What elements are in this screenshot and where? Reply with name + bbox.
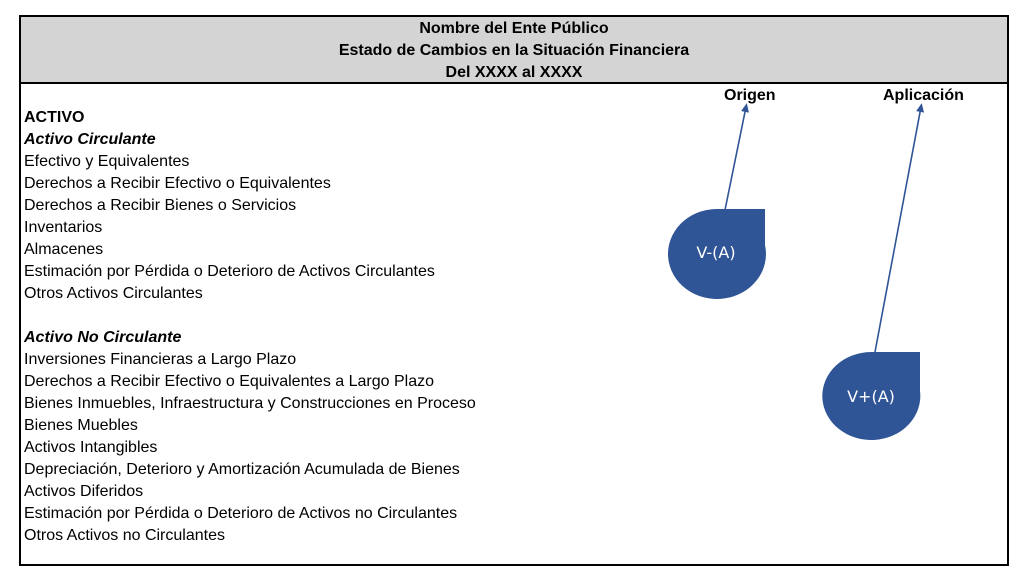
subsection-activo-no-circulante: Activo No Circulante <box>24 329 182 346</box>
column-header-origen: Origen <box>724 87 776 104</box>
list-item: Almacenes <box>24 241 104 258</box>
list-item: Otros Activos no Circulantes <box>24 527 225 544</box>
aplicacion-arrow <box>874 103 925 353</box>
statement-period: Del XXXX al XXXX <box>445 64 583 81</box>
list-item: Derechos a Recibir Efectivo o Equivalent… <box>24 175 331 192</box>
column-header-aplicacion: Aplicación <box>883 87 964 104</box>
list-item: Estimación por Pérdida o Deterioro de Ac… <box>24 263 435 280</box>
list-item: Activos Diferidos <box>24 483 144 500</box>
origen-arrow <box>724 103 749 211</box>
list-item: Activos Intangibles <box>24 439 158 456</box>
list-item: Derechos a Recibir Efectivo o Equivalent… <box>24 373 434 390</box>
subsection-activo-circulante: Activo Circulante <box>24 131 156 148</box>
aplicacion-badge-label: V+(A) <box>847 387 895 406</box>
origen-teardrop-shape <box>667 209 766 299</box>
section-activo: ACTIVO <box>24 109 85 126</box>
financial-statement-table: Nombre del Ente Público Estado de Cambio… <box>19 15 1009 566</box>
aplicacion-teardrop-shape <box>822 352 921 440</box>
list-item: Inventarios <box>24 219 103 236</box>
entity-name: Nombre del Ente Público <box>419 20 609 37</box>
list-item: Estimación por Pérdida o Deterioro de Ac… <box>24 505 458 522</box>
list-item: Efectivo y Equivalentes <box>24 153 190 170</box>
list-item: Bienes Inmuebles, Infraestructura y Cons… <box>24 395 476 412</box>
list-item: Depreciación, Deterioro y Amortización A… <box>24 461 460 478</box>
list-item: Inversiones Financieras a Largo Plazo <box>24 351 297 368</box>
list-item: Otros Activos Circulantes <box>24 285 203 302</box>
statement-header: Nombre del Ente Público Estado de Cambio… <box>21 17 1007 84</box>
origen-badge-label: V-(A) <box>696 243 735 262</box>
account-list: ACTIVO Activo Circulante Efectivo y Equi… <box>24 107 476 547</box>
statement-title: Estado de Cambios en la Situación Financ… <box>338 42 690 59</box>
list-item: Bienes Muebles <box>24 417 138 434</box>
list-item: Derechos a Recibir Bienes o Servicios <box>24 197 297 214</box>
